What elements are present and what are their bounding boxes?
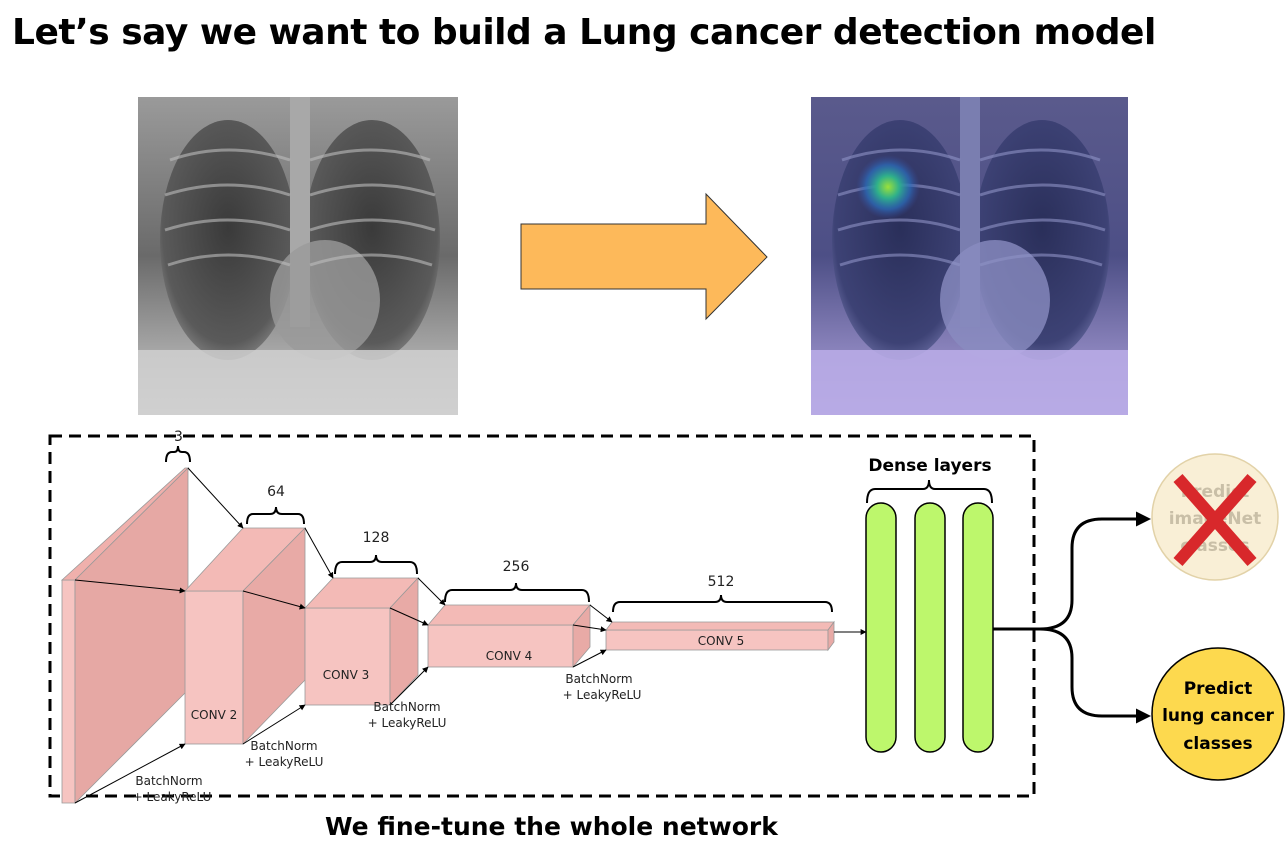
network-caption: We fine-tune the whole network [325, 812, 778, 841]
channel-braces [165, 445, 993, 613]
conv4-label: CONV 4 [486, 649, 532, 663]
conv4-block [427, 603, 591, 669]
leakyrelu-label-1: + LeakyReLU [133, 790, 212, 804]
channel-label-128: 128 [363, 530, 390, 546]
conv5-label: CONV 5 [698, 634, 744, 648]
right-arrow-icon [520, 192, 768, 321]
lung-line-2: lung cancer [1162, 706, 1274, 726]
dense-layers [865, 502, 994, 753]
output-branch-arrows [993, 511, 1151, 724]
lung-line-1: Predict [1184, 679, 1253, 699]
dense-layer-2 [914, 502, 946, 753]
conv3-label: CONV 3 [323, 668, 369, 682]
leakyrelu-label-4: + LeakyReLU [563, 688, 642, 702]
imagenet-output-node: Predict imageNet classes [1151, 453, 1279, 581]
channel-label-64: 64 [267, 484, 285, 500]
batchnorm-label-2: BatchNorm [250, 739, 317, 753]
heatmap-hotspot [856, 155, 920, 219]
conv2-block [184, 527, 306, 745]
channel-label-256: 256 [503, 559, 530, 575]
channel-label-512: 512 [708, 574, 735, 590]
dense-layers-label: Dense layers [868, 456, 991, 476]
input-layer-block [60, 467, 189, 804]
dense-layer-3 [962, 502, 994, 753]
channel-label-3: 3 [174, 429, 183, 445]
batchnorm-label-1: BatchNorm [135, 774, 202, 788]
leakyrelu-label-3: + LeakyReLU [368, 716, 447, 730]
batchnorm-label-4: BatchNorm [565, 672, 632, 686]
page-title: Let’s say we want to build a Lung cancer… [12, 12, 1156, 53]
layer-connectors [74, 467, 867, 804]
conv5-block [605, 620, 835, 652]
conv3-block [304, 576, 419, 707]
cross-icon [1173, 474, 1257, 566]
batchnorm-label-3: BatchNorm [373, 700, 440, 714]
lung-line-3: classes [1183, 734, 1252, 754]
lung-cancer-output-node: Predict lung cancer classes [1151, 647, 1285, 781]
conv2-label: CONV 2 [191, 708, 237, 722]
output-heatmap-image [811, 97, 1128, 415]
dense-layer-1 [865, 502, 897, 753]
leakyrelu-label-2: + LeakyReLU [245, 755, 324, 769]
input-xray-image [138, 97, 458, 415]
network-frame [48, 434, 1036, 798]
